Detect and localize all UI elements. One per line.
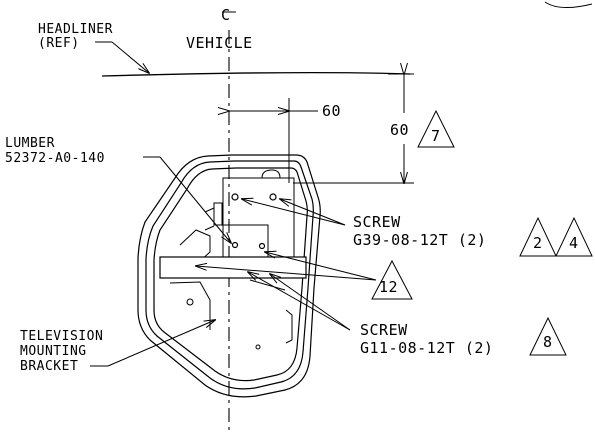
vehicle-label: VEHICLE bbox=[186, 34, 253, 52]
horizontal-dimension: 60 bbox=[229, 98, 341, 183]
screw-hole-lower-right bbox=[258, 242, 266, 250]
note-triangle-2: 2 bbox=[519, 216, 557, 257]
note-triangle-12: 12 bbox=[196, 252, 413, 300]
dimension-vertical-value: 60 bbox=[390, 121, 409, 139]
screw-g11-label-1: SCREW bbox=[360, 321, 408, 339]
note-triangle-8: 8 bbox=[529, 316, 567, 356]
headliner-label-2: (REF) bbox=[38, 36, 80, 51]
headliner-line bbox=[101, 71, 411, 77]
screw-hole-lower-left bbox=[231, 241, 239, 249]
lumber-label-1: LUMBER bbox=[5, 136, 55, 151]
mounting-bracket-outline bbox=[137, 154, 321, 398]
note-8-label: 8 bbox=[543, 333, 553, 351]
tv-bracket-callout: TELEVISION MOUNTING BRACKET bbox=[20, 320, 215, 374]
note-2-label: 2 bbox=[533, 234, 543, 252]
screw-hole-upper-right bbox=[269, 193, 277, 201]
headliner-reference: HEADLINER (REF) bbox=[38, 22, 411, 77]
screw-g11-label-2: G11-08-12T (2) bbox=[360, 339, 493, 357]
tv-label-2: MOUNTING bbox=[20, 344, 87, 359]
screw-g11-callout: SCREW G11-08-12T (2) bbox=[248, 272, 493, 357]
screw-g39-label-1: SCREW bbox=[353, 213, 401, 231]
headliner-leader bbox=[111, 41, 149, 73]
tv-label-3: BRACKET bbox=[20, 359, 78, 374]
lumber-board bbox=[159, 256, 307, 279]
screw-hole-upper-left bbox=[231, 193, 239, 201]
vertical-dimension: 60 bbox=[293, 74, 414, 183]
note-triangle-7: 7 bbox=[417, 109, 455, 148]
screw-g39-label-2: G39-08-12T (2) bbox=[353, 231, 486, 249]
dimension-horizontal-value: 60 bbox=[322, 102, 341, 120]
headliner-label-1: HEADLINER bbox=[38, 22, 113, 37]
note-triangle-4: 4 bbox=[555, 216, 593, 257]
centerline-symbol: C bbox=[221, 6, 231, 24]
vehicle-centerline: C bbox=[221, 6, 236, 434]
note-7-label: 7 bbox=[431, 127, 441, 145]
tv-label-1: TELEVISION bbox=[20, 329, 103, 344]
screw-g39-callout: SCREW G39-08-12T (2) bbox=[242, 199, 486, 249]
corner-fragment bbox=[544, 1, 593, 8]
note-4-label: 4 bbox=[569, 234, 579, 252]
lumber-callout: LUMBER 52372-A0-140 bbox=[5, 136, 231, 243]
lumber-label-2: 52372-A0-140 bbox=[5, 151, 105, 166]
note-12-label: 12 bbox=[379, 278, 398, 296]
inner-plate bbox=[169, 169, 295, 350]
